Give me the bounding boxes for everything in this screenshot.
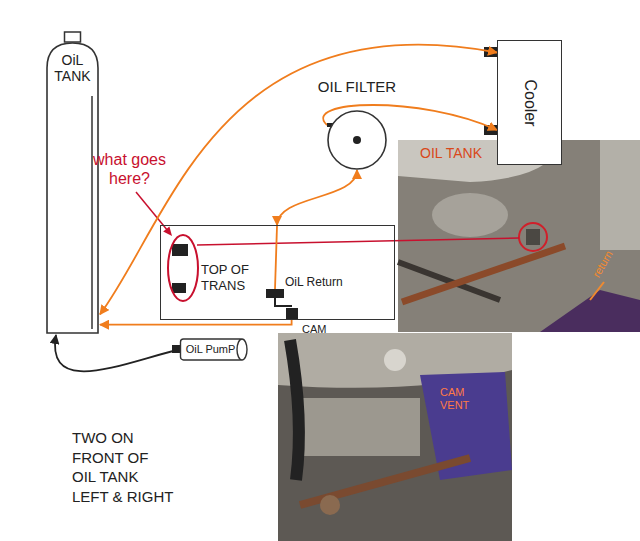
label-anchor: return (588, 258, 617, 270)
tank-outline (47, 43, 98, 333)
node-outline (327, 110, 387, 170)
label-anchor: what goes here? (82, 150, 177, 188)
red-circle (519, 223, 547, 251)
trans-box: TOP OF TRANS (160, 225, 395, 320)
pump-label: OiL PumP (183, 341, 238, 357)
tank-label: OiL TANK (49, 52, 96, 84)
label-anchor: CAM (302, 323, 326, 335)
question-note: what goes here? (82, 150, 177, 188)
pump-end (237, 339, 247, 360)
red-leader (197, 238, 519, 245)
purple-part (540, 290, 640, 332)
red-arrowhead (163, 227, 172, 237)
tank-cap (65, 32, 81, 42)
pipe-connector (277, 170, 357, 225)
label-anchor: CAM VENT (440, 386, 484, 412)
oil-filter: OIL FILTER (327, 110, 387, 170)
photo-top (398, 140, 640, 332)
frame-tube (600, 140, 640, 250)
trans-fitting (172, 244, 188, 256)
trans-fitting (172, 283, 186, 293)
orange-mark (590, 282, 604, 300)
chain (398, 262, 500, 300)
cooler-label: Cooler (520, 79, 538, 126)
engine-boss (432, 193, 508, 237)
filter-center (353, 136, 361, 144)
red-ellipse (168, 235, 198, 301)
hose (290, 340, 299, 480)
cam-fitting (286, 308, 298, 320)
trans-label: TOP OF TRANS (201, 262, 261, 293)
photo-note: return (590, 249, 615, 280)
part-name: OiL Return (285, 275, 343, 289)
note: TWO ON FRONT OF OIL TANK LEFT & RIGHT (72, 428, 176, 506)
return-pipe (275, 226, 277, 289)
oil-pump: OiL PumP (180, 338, 248, 361)
label-anchor: TWO ON FRONT OF OIL TANK LEFT & RIGHT (72, 428, 176, 506)
photo-bottom (278, 333, 512, 541)
node-outline (45, 40, 100, 335)
photo-ground (398, 140, 640, 332)
cooler-box: Cooler (497, 40, 562, 165)
rusty-rod (402, 246, 565, 302)
pump-body (181, 339, 243, 360)
photo-note: CAM VENT (440, 386, 484, 412)
bolt (384, 349, 406, 371)
sight-tube (91, 96, 93, 329)
oil-tank: OiL TANK (45, 40, 100, 335)
pipe-connector (55, 335, 180, 371)
filter-outline (328, 111, 386, 169)
part-name: CAM (302, 323, 326, 335)
return-fitting (266, 289, 284, 298)
label-anchor: OIL TANK (420, 145, 482, 161)
photo-note: OIL TANK (420, 145, 482, 161)
pipe-connector (100, 320, 292, 325)
photo-ground (278, 333, 512, 541)
case (300, 398, 420, 456)
rod-end (320, 495, 340, 515)
return-line (275, 298, 292, 306)
label-anchor: OiL Return (285, 275, 343, 289)
cam-cover (420, 372, 512, 480)
filter-label: OIL FILTER (302, 78, 412, 95)
fitting (526, 229, 540, 245)
